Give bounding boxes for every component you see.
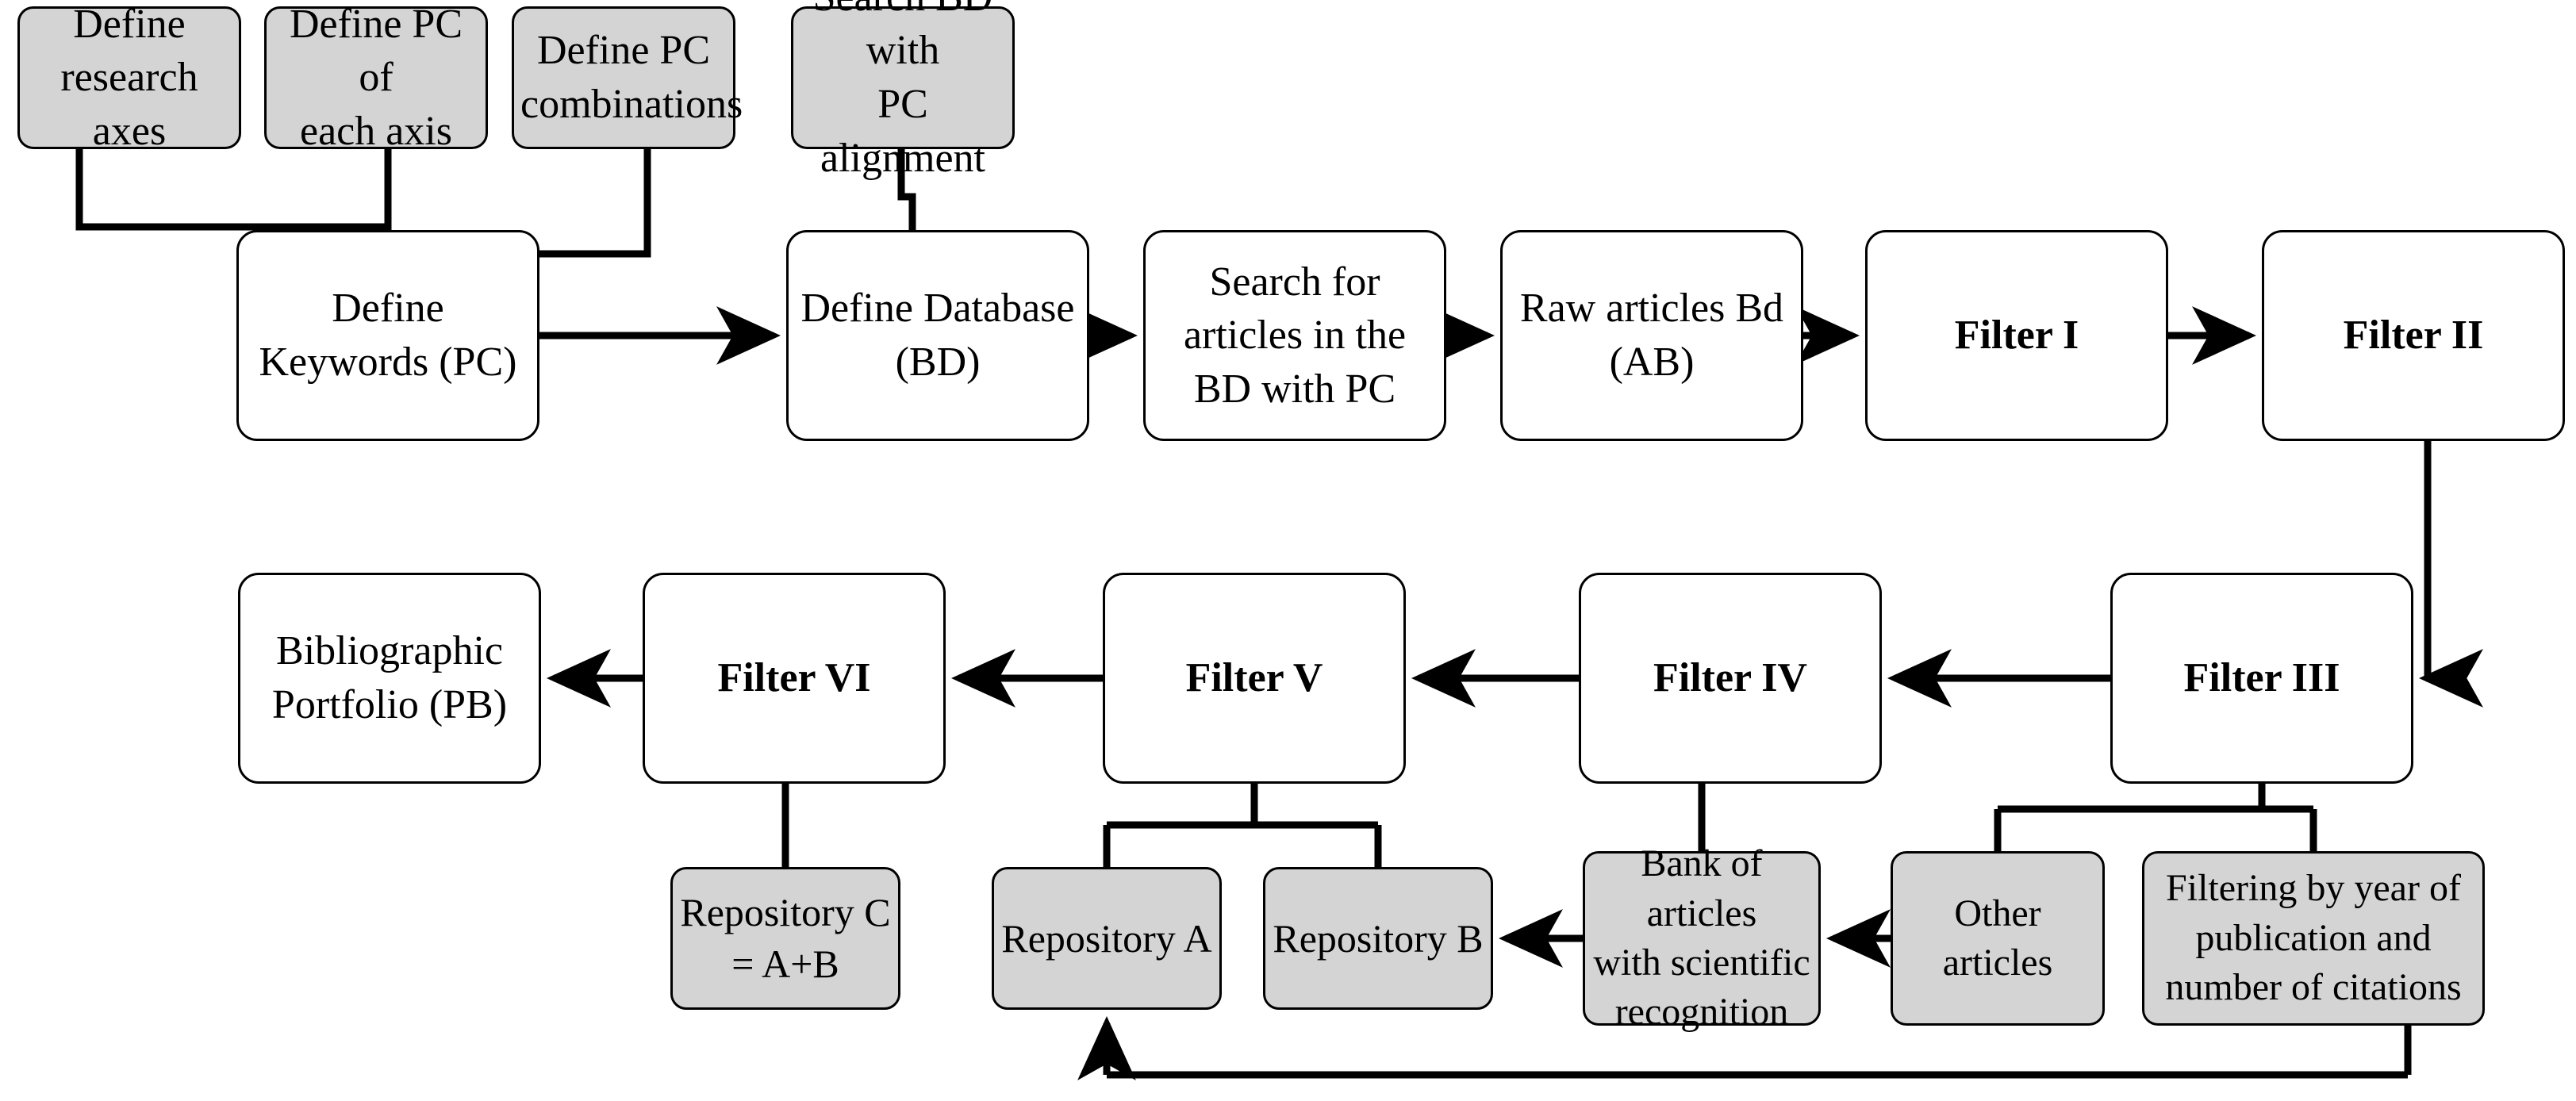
node-filter-v[interactable]: Filter V [1103,573,1406,784]
node-repository-a[interactable]: Repository A [992,867,1222,1010]
node-raw-articles-bd-ab[interactable]: Raw articles Bd(AB) [1500,230,1803,441]
node-label: Other articles [1942,892,2053,984]
node-filter-ii[interactable]: Filter II [2262,230,2565,441]
node-filter-i[interactable]: Filter I [1865,230,2168,441]
edge-search-bd-to-database [897,149,916,230]
node-label: Filter II [2343,313,2484,359]
node-label: Repository A [1001,915,1212,961]
node-filter-iv[interactable]: Filter IV [1579,573,1882,784]
node-repository-c[interactable]: Repository C= A+B [670,867,900,1010]
node-label: Filter IV [1653,655,1807,701]
node-label: Filter III [2183,655,2340,701]
node-label: Raw articles Bd(AB) [1519,286,1784,385]
node-other-articles[interactable]: Other articles [1891,851,2105,1026]
edge-axes-to-keywords [75,149,388,231]
edge-filter-ii-to-filter-iii [2424,441,2432,682]
node-label: Filter I [1954,313,2079,359]
node-repository-b[interactable]: Repository B [1263,867,1493,1010]
node-filter-vi[interactable]: Filter VI [643,573,946,784]
node-define-database-bd[interactable]: Define Database(BD) [786,230,1089,441]
node-label: Repository C= A+B [680,890,891,986]
node-label: Filter VI [717,655,871,701]
node-filter-iii[interactable]: Filter III [2110,573,2413,784]
node-label: Repository B [1273,915,1484,961]
node-label: Define Database(BD) [800,286,1075,385]
node-label: Filter V [1185,655,1323,701]
